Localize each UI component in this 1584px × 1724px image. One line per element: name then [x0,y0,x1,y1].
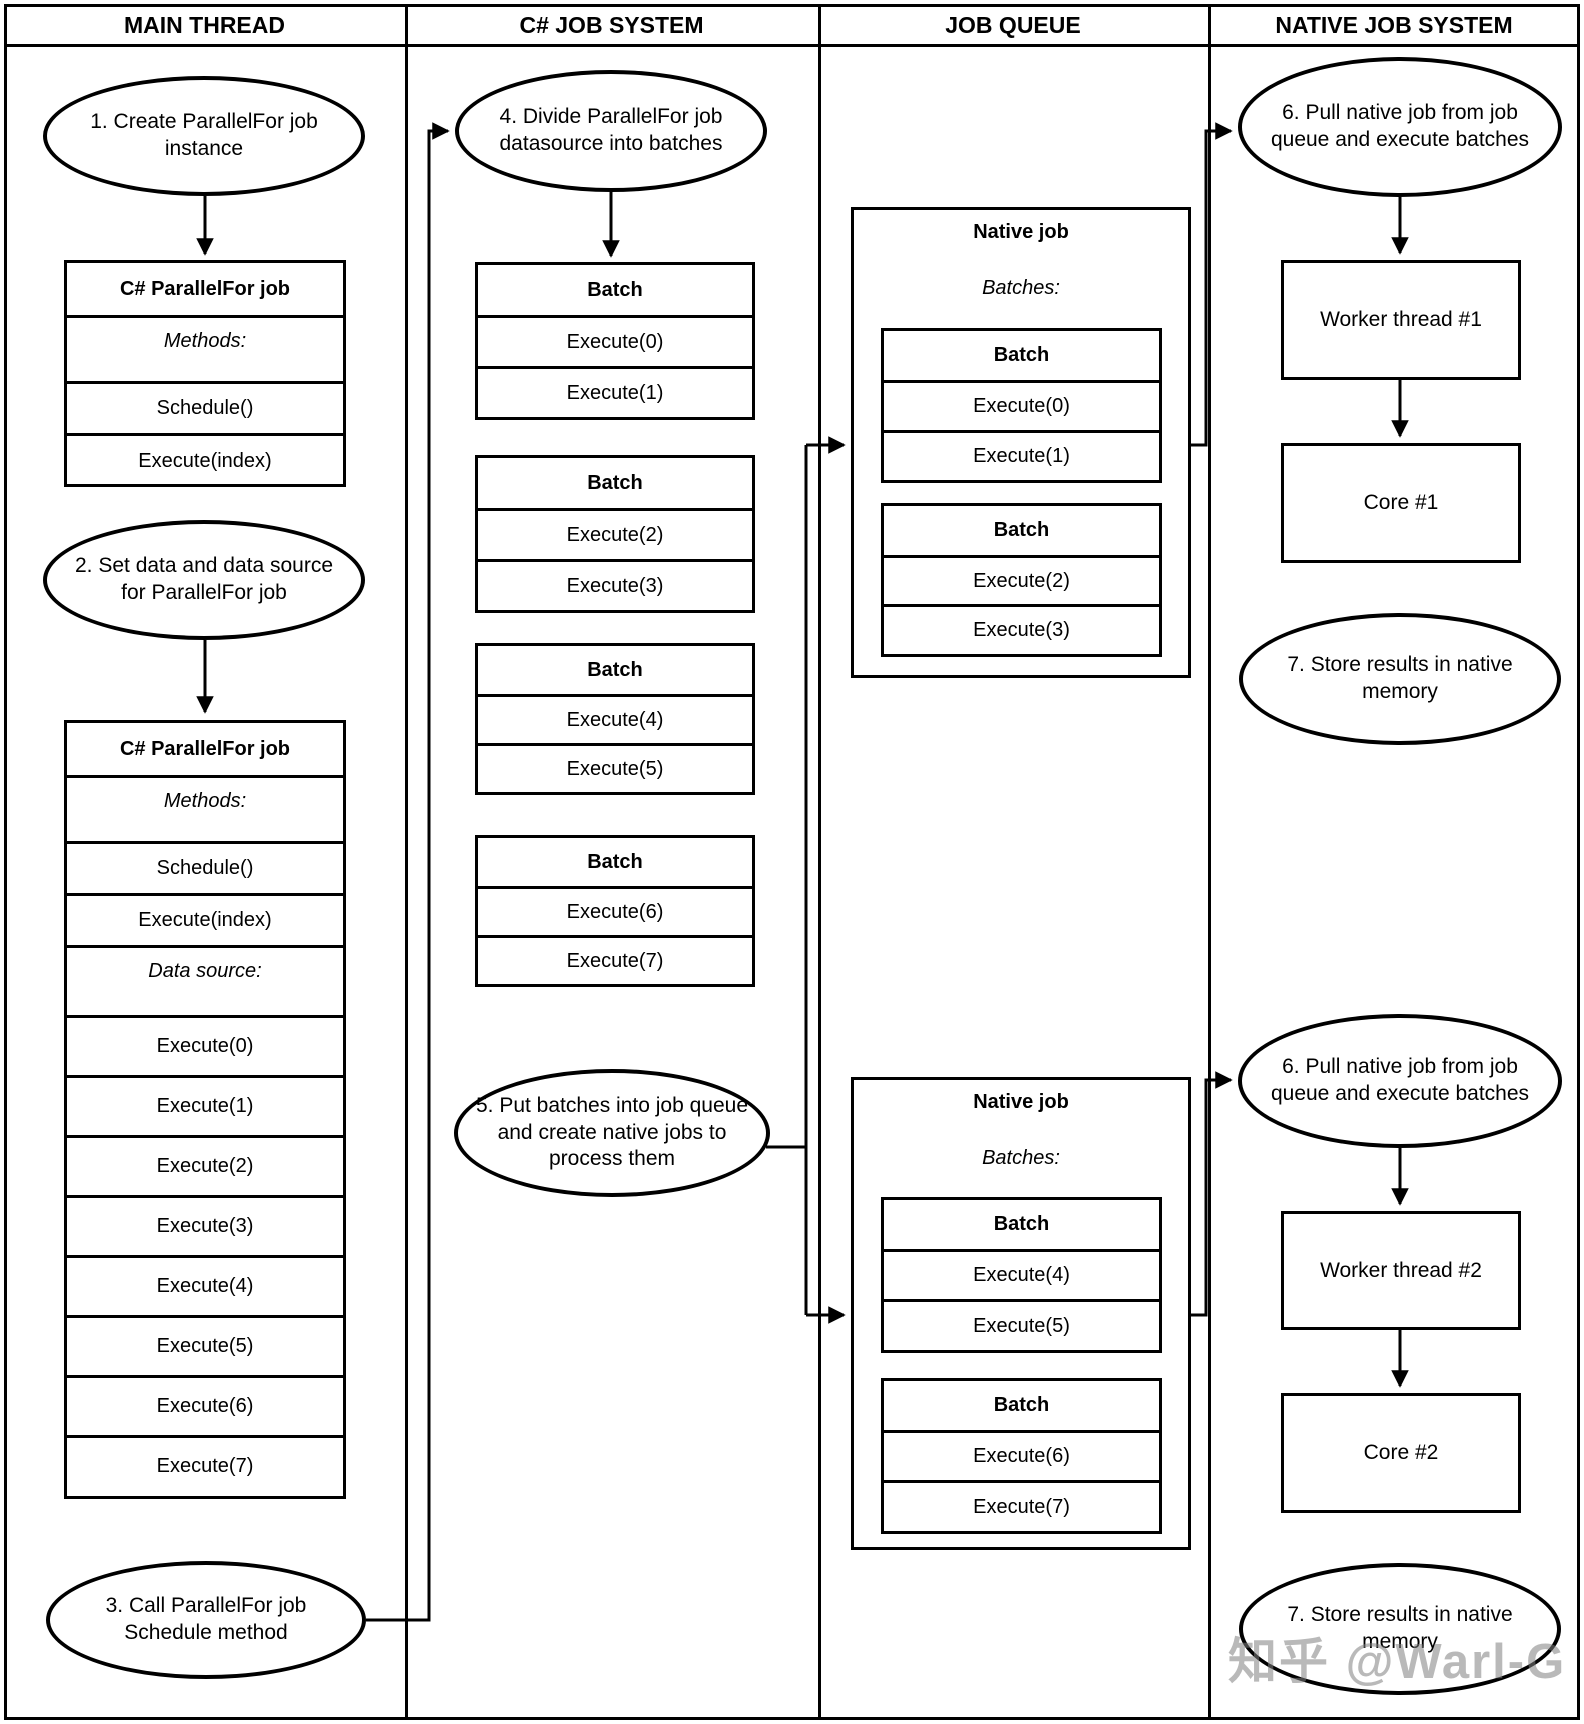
table-title: C# ParallelFor job [119,277,291,300]
lane-header-cs-job-system: C# JOB SYSTEM [519,11,704,38]
outer-frame [4,4,1580,1720]
step2-ellipse: 2. Set data and data source for Parallel… [43,520,365,640]
step6-ellipse-1: 6. Pull native job from job queue and ex… [1238,57,1562,197]
batch-title: Batch [993,1394,1050,1416]
methods-label: Methods: [67,775,343,841]
header-divider [4,44,1580,47]
lane-header-job-queue: JOB QUEUE [945,11,1081,38]
native-job-title: Native job [973,1090,1069,1113]
core-2-box: Core #2 [1281,1393,1521,1513]
native-batch-table-1a: Batch Execute(0) Execute(1) [881,328,1162,483]
core-1-box: Core #1 [1281,443,1521,563]
lane-header-native-job-system: NATIVE JOB SYSTEM [1275,11,1513,38]
watermark: 知乎 @Warl-G [1228,1635,1567,1689]
table-row: Execute(7) [478,935,752,984]
batch-title: Batch [587,850,643,873]
table-row: Execute(0) [67,1015,343,1075]
step5-ellipse: 5. Put batches into job queue and create… [454,1069,770,1197]
table-row: Schedule() [67,841,343,893]
batches-label: Batches: [982,1146,1060,1169]
parallelfor-table-1: C# ParallelFor job Methods: Schedule() E… [64,260,346,487]
step7-ellipse-1: 7. Store results in native memory [1239,613,1561,745]
batches-label: Batches: [982,276,1060,299]
methods-label: Methods: [67,315,343,381]
lane-separator-1 [405,4,408,1720]
arrow-nativejob1-to-step6a [1191,122,1233,447]
batch-title: Batch [587,658,643,681]
table-row: Execute(2) [67,1135,343,1195]
table-title: C# ParallelFor job [119,737,291,760]
table-row: Execute(4) [884,1249,1159,1299]
native-job-title: Native job [973,220,1069,243]
arrow-step3-to-step4 [366,122,450,1622]
lane-header-main-thread: MAIN THREAD [124,11,285,38]
worker-thread-2-box: Worker thread #2 [1281,1211,1521,1330]
step1-ellipse: 1. Create ParallelFor job instance [43,76,365,196]
table-row: Execute(index) [67,433,343,484]
table-row: Execute(3) [67,1195,343,1255]
lane-separator-2 [818,4,821,1720]
step3-ellipse: 3. Call ParallelFor job Schedule method [46,1561,366,1679]
batch-table-4: Batch Execute(6) Execute(7) [475,835,755,987]
table-row: Execute(6) [884,1430,1159,1480]
batch-title: Batch [587,278,643,301]
table-row: Execute(index) [67,893,343,945]
batch-title: Batch [587,471,643,494]
datasource-label: Data source: [67,945,343,1015]
batch-table-3: Batch Execute(4) Execute(5) [475,643,755,795]
step7-ellipse-2: 7. Store results in native memory [1239,1563,1561,1695]
batch-title: Batch [993,519,1050,541]
table-row: Schedule() [67,381,343,433]
step6-ellipse-2: 6. Pull native job from job queue and ex… [1238,1014,1562,1148]
lane-separator-3 [1208,4,1211,1720]
table-row: Execute(0) [478,315,752,366]
batch-title: Batch [993,1213,1050,1235]
table-row: Execute(5) [478,743,752,792]
table-row: Execute(1) [884,430,1159,480]
table-row: Execute(6) [478,886,752,935]
native-batch-table-1b: Batch Execute(2) Execute(3) [881,503,1162,657]
arrow-nativejob2-to-step6b [1191,1071,1233,1317]
table-row: Execute(4) [478,694,752,743]
table-row: Execute(1) [478,366,752,417]
native-batch-table-2b: Batch Execute(6) Execute(7) [881,1378,1162,1534]
table-row: Execute(0) [884,380,1159,430]
table-row: Execute(1) [67,1075,343,1135]
table-row: Execute(3) [884,604,1159,654]
parallelfor-table-2: C# ParallelFor job Methods: Schedule() E… [64,720,346,1499]
batch-title: Batch [993,344,1050,366]
table-row: Execute(5) [67,1315,343,1375]
table-row: Execute(3) [478,559,752,610]
batch-table-2: Batch Execute(2) Execute(3) [475,455,755,613]
table-row: Execute(2) [884,555,1159,604]
table-row: Execute(7) [884,1480,1159,1531]
worker-thread-1-box: Worker thread #1 [1281,260,1521,380]
table-row: Execute(6) [67,1375,343,1435]
table-row: Execute(7) [67,1435,343,1495]
table-row: Execute(5) [884,1299,1159,1350]
native-batch-table-2a: Batch Execute(4) Execute(5) [881,1197,1162,1353]
batch-table-1: Batch Execute(0) Execute(1) [475,262,755,420]
table-row: Execute(2) [478,508,752,559]
table-row: Execute(4) [67,1255,343,1315]
step4-ellipse: 4. Divide ParallelFor job datasource int… [455,70,767,192]
